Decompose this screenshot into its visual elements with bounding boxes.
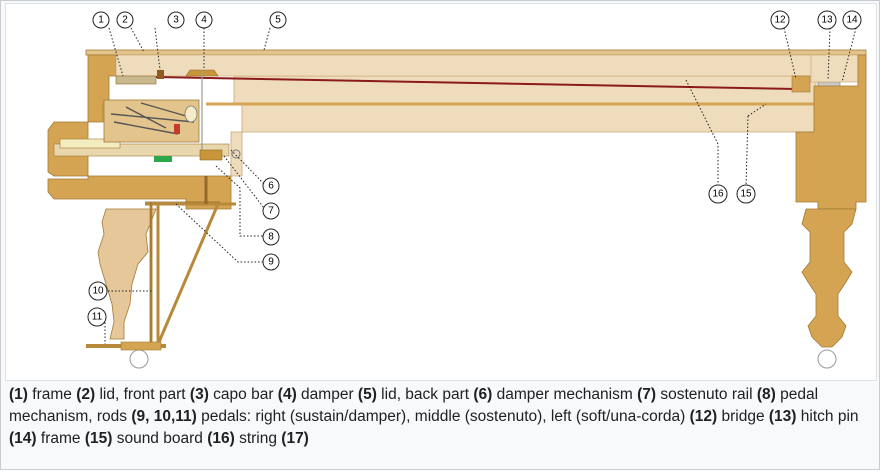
caption-text-4: damper: [296, 386, 358, 403]
caption-num-15: (15): [84, 430, 113, 447]
marker-6-label: 6: [268, 181, 274, 192]
marker-14-label: 14: [846, 15, 858, 26]
caption-num-17: (17): [281, 430, 309, 447]
marker-4: 4: [195, 11, 213, 29]
leg-right: [801, 208, 857, 348]
marker-layer: 1 2 3 4 5 6 7 8 9 10 11 12 13 14 16 15: [87, 10, 862, 327]
caption-num-4: (4): [277, 386, 297, 403]
marker-16: 16: [708, 184, 728, 204]
caption-text-15: sound board: [112, 430, 208, 447]
marker-12-label: 12: [774, 15, 786, 26]
marker-1-label: 1: [98, 15, 104, 26]
caption-text-14: frame: [36, 430, 85, 447]
upper-panel: [115, 54, 817, 77]
caption-num-16: (16): [207, 430, 235, 447]
marker-2: 2: [116, 11, 134, 29]
caption-text-1: frame: [27, 386, 77, 403]
marker-3-label: 3: [173, 15, 179, 26]
marker-14: 14: [842, 10, 862, 30]
action-levers: [110, 102, 195, 135]
soundboard-panel: [230, 75, 817, 177]
bridge: [791, 75, 811, 93]
marker-12: 12: [770, 10, 790, 30]
pedal-base: [120, 341, 162, 351]
caption-num-14: (14): [9, 430, 37, 447]
lid: [85, 49, 867, 56]
caption-text-3: capo bar: [208, 386, 278, 403]
marker-7-label: 7: [268, 206, 274, 217]
caption-text-16: string: [234, 430, 282, 447]
caption-text-9: pedals: right (sustain/damper), middle (…: [196, 408, 690, 425]
caption-num-13: (13): [768, 408, 797, 425]
marker-5-label: 5: [275, 15, 281, 26]
caption-num-2: (2): [76, 386, 96, 403]
caption-num-7: (7): [637, 386, 657, 403]
red-parts: [174, 124, 180, 134]
marker-16-label: 16: [712, 189, 724, 200]
caption-text-7: sostenuto rail: [656, 386, 757, 403]
caption-text-6: damper mechanism: [492, 386, 638, 403]
caption-text-5: lid, back part: [376, 386, 474, 403]
marker-8: 8: [262, 228, 280, 246]
leader-lines: [104, 27, 857, 344]
marker-10: 10: [88, 281, 108, 301]
caption-num-8: (8): [756, 386, 776, 403]
marker-9: 9: [262, 253, 280, 271]
capo-block: [115, 75, 157, 85]
caption-text-2: lid, front part: [95, 386, 190, 403]
marker-15: 15: [736, 184, 756, 204]
marker-3: 3: [167, 11, 185, 29]
leg-left: [97, 208, 157, 340]
marker-9-label: 9: [268, 257, 274, 268]
case-right: [795, 54, 867, 210]
piano-cross-section-diagram: 1 2 3 4 5 6 7 8 9 10 11 12 13 14 16 15: [47, 10, 867, 369]
hammer: [184, 105, 198, 123]
marker-10-label: 10: [92, 286, 104, 297]
caption-num-9: (9, 10,11): [131, 408, 197, 425]
marker-11: 11: [87, 307, 107, 327]
marker-7: 7: [262, 202, 280, 220]
figure-caption: (1) frame (2) lid, front part (3) capo b…: [9, 384, 875, 450]
marker-1: 1: [92, 11, 110, 29]
marker-13: 13: [817, 10, 837, 30]
caster-left: [129, 349, 149, 369]
pedal-rods: [145, 202, 236, 350]
diagram-area: 1 2 3 4 5 6 7 8 9 10 11 12 13 14 16 15: [5, 3, 877, 381]
capo-bar: [157, 70, 164, 79]
marker-15-label: 15: [740, 189, 752, 200]
caption-num-1: (1): [9, 386, 28, 403]
caption-text-12: bridge: [717, 408, 769, 425]
caption-num-6: (6): [473, 386, 493, 403]
key-front: [59, 138, 121, 149]
case-left: [47, 54, 232, 210]
felt: [154, 156, 172, 162]
damper-mechanism: [199, 149, 223, 161]
caster-right: [817, 349, 837, 369]
marker-5: 5: [269, 11, 287, 29]
caption-text-13: hitch pin: [796, 408, 859, 425]
marker-6: 6: [262, 177, 280, 195]
caption-num-12: (12): [689, 408, 718, 425]
caption-num-5: (5): [357, 386, 377, 403]
caption-text-8: pedal mechanism, rods: [9, 386, 819, 425]
marker-13-label: 13: [821, 15, 833, 26]
pedal-pivot: [231, 149, 241, 159]
frame-right-top: [810, 54, 867, 83]
marker-2-label: 2: [122, 15, 128, 26]
marker-11-label: 11: [92, 312, 103, 323]
marker-4-label: 4: [201, 15, 207, 26]
marker-8-label: 8: [268, 232, 274, 243]
caption-num-3: (3): [189, 386, 209, 403]
